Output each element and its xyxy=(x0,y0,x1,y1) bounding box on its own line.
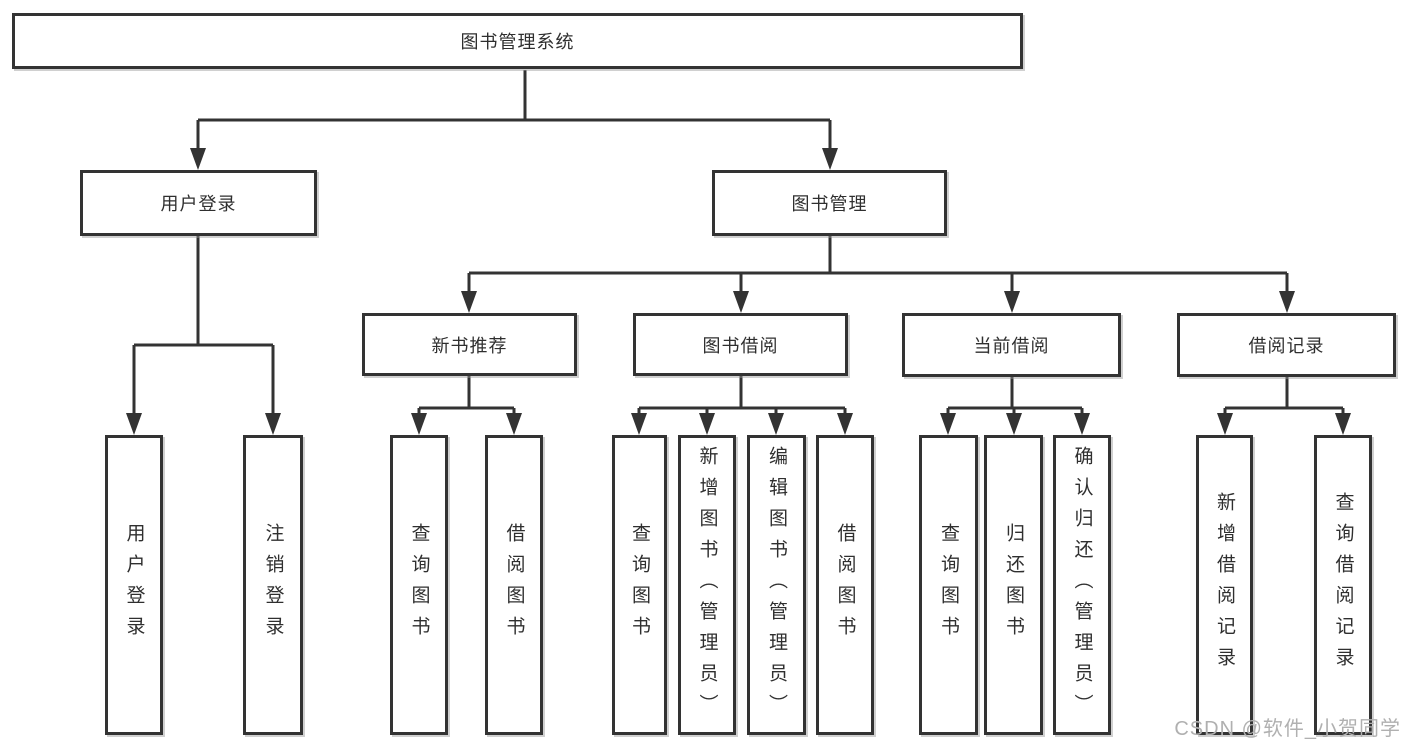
leaf-query-borrow-record: 查询借阅记录 xyxy=(1314,435,1372,735)
node-borrow-records: 借阅记录 xyxy=(1177,313,1396,377)
csdn-watermark: CSDN @软件_小贺同学 xyxy=(1174,718,1401,740)
leaf-return-book: 归还图书 xyxy=(984,435,1043,735)
leaf-borrow-books: 借阅图书 xyxy=(816,435,874,735)
node-book-management: 图书管理 xyxy=(712,170,947,236)
node-book-borrow: 图书借阅 xyxy=(633,313,848,376)
leaf-query-books-borrow: 查询图书 xyxy=(612,435,667,735)
node-root: 图书管理系统 xyxy=(12,13,1023,69)
leaf-user-login: 用户登录 xyxy=(105,435,163,735)
node-current-borrow: 当前借阅 xyxy=(902,313,1121,377)
leaf-add-book-admin: 新增图书（管理员） xyxy=(678,435,736,735)
leaf-borrow-books-recommend: 借阅图书 xyxy=(485,435,543,735)
leaf-query-books-recommend: 查询图书 xyxy=(390,435,448,735)
leaf-edit-book-admin: 编辑图书（管理员） xyxy=(747,435,806,735)
leaf-logout: 注销登录 xyxy=(243,435,303,735)
leaf-query-books-current: 查询图书 xyxy=(919,435,978,735)
leaf-confirm-return-admin: 确认归还（管理员） xyxy=(1053,435,1111,735)
arrowheads xyxy=(126,148,1351,435)
node-user-login: 用户登录 xyxy=(80,170,317,236)
node-new-book-recommend: 新书推荐 xyxy=(362,313,577,376)
leaf-add-borrow-record: 新增借阅记录 xyxy=(1196,435,1253,735)
